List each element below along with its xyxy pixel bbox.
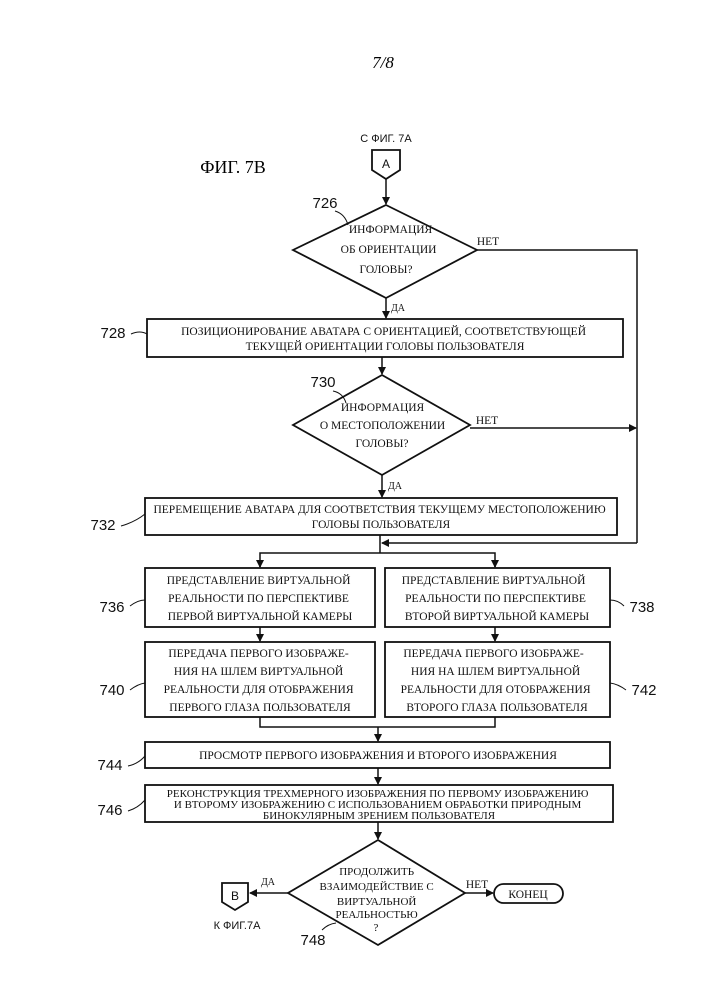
ref-744: 744 [97,757,122,774]
connector-out-label: К ФИГ.7А [214,920,262,932]
ref-740: 740 [99,682,124,699]
connector-in-label: С ФИГ. 7А [360,133,412,145]
ref-728: 728 [100,325,125,342]
connector-a-letter: A [382,157,390,171]
page-number: 7/8 [372,53,394,72]
end-label: КОНЕЦ [508,889,548,901]
split-path [260,553,495,567]
process-738-text: ПРЕДСТАВЛЕНИЕ ВИРТУАЛЬНОЙ РЕАЛЬНОСТИ ПО … [402,573,589,623]
yes-label-748: ДА [261,877,276,888]
yes-label-730: ДА [388,481,403,492]
ref-738: 738 [629,599,654,616]
ref-748: 748 [300,932,325,949]
ref-746: 746 [97,802,122,819]
no-label-730: НЕТ [476,415,498,427]
figure-title: ФИГ. 7В [200,157,266,177]
merge-path [260,717,495,727]
connector-b-letter: B [231,889,239,903]
yes-label-726: ДА [391,303,406,314]
process-736-text: ПРЕДСТАВЛЕНИЕ ВИРТУАЛЬНОЙ РЕАЛЬНОСТИ ПО … [167,573,354,623]
process-744-text: ПРОСМОТР ПЕРВОГО ИЗОБРАЖЕНИЯ И ВТОРОГО И… [199,750,557,762]
ref-736: 736 [99,599,124,616]
ref-742: 742 [631,682,656,699]
no-label-748: НЕТ [466,879,488,891]
ref-726: 726 [312,195,337,212]
ref-732: 732 [90,517,115,534]
ref-730: 730 [310,374,335,391]
no-label-726: НЕТ [477,236,499,248]
